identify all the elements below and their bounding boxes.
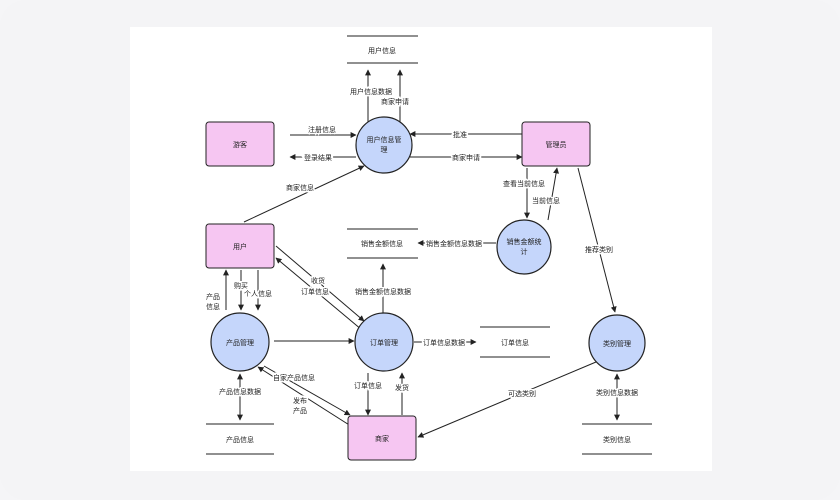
process-user-info-mgmt-line2: 理 — [381, 146, 388, 154]
flow-recommend-category — [577, 167, 617, 313]
store-user-info-label: 用户信息 — [368, 46, 396, 55]
store-user-info: 用户信息 — [347, 35, 418, 64]
label-order-info-out: 订单信息 — [354, 381, 382, 390]
label-personal-info: 个人信息 — [244, 289, 272, 298]
process-sales-stats: 销售金额统 计 — [496, 219, 552, 275]
process-product-mgmt: 产品管理 — [210, 312, 270, 372]
store-order-info: 订单信息 — [480, 326, 550, 358]
flow-publish-product — [263, 365, 351, 416]
label-sales-amount-info: 销售金额信息数据 — [355, 287, 411, 296]
process-category-mgmt-label: 类别管理 — [603, 339, 631, 348]
label-product-info-a: 产品 — [206, 292, 220, 301]
store-sales-amount-info: 销售金额信息 — [347, 228, 418, 259]
label-login-result: 登录结果 — [304, 153, 332, 162]
process-product-mgmt-label: 产品管理 — [226, 338, 254, 347]
store-product-info-label: 产品信息 — [226, 435, 254, 444]
label-sales-amount-data: 销售金额信息数据 — [426, 239, 482, 248]
label-own-product-info: 自家产品信息 — [273, 373, 315, 382]
process-order-mgmt: 订单管理 — [354, 312, 414, 372]
flow-merchant-info — [243, 165, 365, 223]
process-order-mgmt-label: 订单管理 — [370, 338, 398, 347]
label-user-info-data: 用户信息数据 — [350, 87, 392, 96]
label-publish-b: 产品 — [293, 406, 307, 415]
entity-visitor: 游客 — [205, 121, 275, 167]
store-sales-amount-label: 销售金额信息 — [361, 239, 403, 248]
flow-optional-category — [417, 361, 597, 438]
store-category-info-label: 类别信息 — [603, 435, 631, 444]
label-category-info-data: 类别信息数据 — [596, 388, 638, 397]
entity-merchant-label: 商家 — [375, 434, 389, 443]
process-sales-stats-line1: 销售金额统 — [507, 237, 542, 246]
label-publish-a: 发布 — [293, 396, 307, 405]
entity-user: 用户 — [205, 223, 275, 269]
label-approve: 批准 — [453, 130, 467, 139]
flow-lines — [223, 69, 620, 438]
diagram-canvas: 用户信息 销售金额信息 订单信息 产品信息 类别信息 游客 管理员 用户 商家 — [130, 27, 712, 471]
label-purchase: 购买 — [234, 281, 248, 290]
entity-admin: 管理员 — [521, 121, 591, 167]
store-category-info: 类别信息 — [582, 423, 652, 455]
label-merchant-apply: 商家申请 — [452, 153, 480, 162]
store-product-info: 产品信息 — [206, 423, 274, 455]
flow-labels: 用户信息数据 商家申请 注册信息 登录结果 批准 商家申请 商家信息 查看当前信… — [205, 86, 640, 417]
label-product-info-data: 产品信息数据 — [219, 387, 261, 396]
entity-visitor-label: 游客 — [233, 140, 247, 149]
label-merchant-info: 商家信息 — [286, 183, 314, 192]
store-order-info-label: 订单信息 — [501, 338, 529, 347]
label-product-info-b: 信息 — [206, 302, 220, 311]
process-sales-stats-line2: 计 — [521, 247, 528, 256]
flow-own-product-info — [257, 366, 355, 429]
label-receive-b: 订单信息 — [301, 287, 329, 296]
label-recommend-category: 推荐类别 — [585, 245, 613, 254]
process-user-info-mgmt-line1: 用户信息管 — [367, 135, 402, 144]
label-receive-a: 收货 — [311, 276, 325, 285]
label-order-info-data: 订单信息数据 — [423, 338, 465, 347]
flow-receive — [275, 245, 365, 322]
entity-merchant: 商家 — [347, 415, 417, 461]
label-merchant-apply-top: 商家申请 — [381, 97, 409, 106]
flow-order-info-back — [275, 257, 363, 331]
label-view-current-info: 查看当前信息 — [503, 179, 545, 188]
label-optional-category: 可选类别 — [508, 389, 536, 398]
process-category-mgmt: 类别管理 — [588, 314, 646, 372]
entity-admin-label: 管理员 — [546, 140, 567, 149]
label-register-info: 注册信息 — [308, 125, 336, 134]
process-user-info-mgmt: 用户信息管 理 — [355, 116, 413, 174]
flow-current-info — [547, 167, 560, 221]
data-flow-diagram: 用户信息 销售金额信息 订单信息 产品信息 类别信息 游客 管理员 用户 商家 — [205, 35, 652, 461]
label-current-info: 当前信息 — [532, 196, 560, 205]
entity-user-label: 用户 — [233, 242, 247, 251]
label-ship: 发货 — [395, 383, 409, 392]
